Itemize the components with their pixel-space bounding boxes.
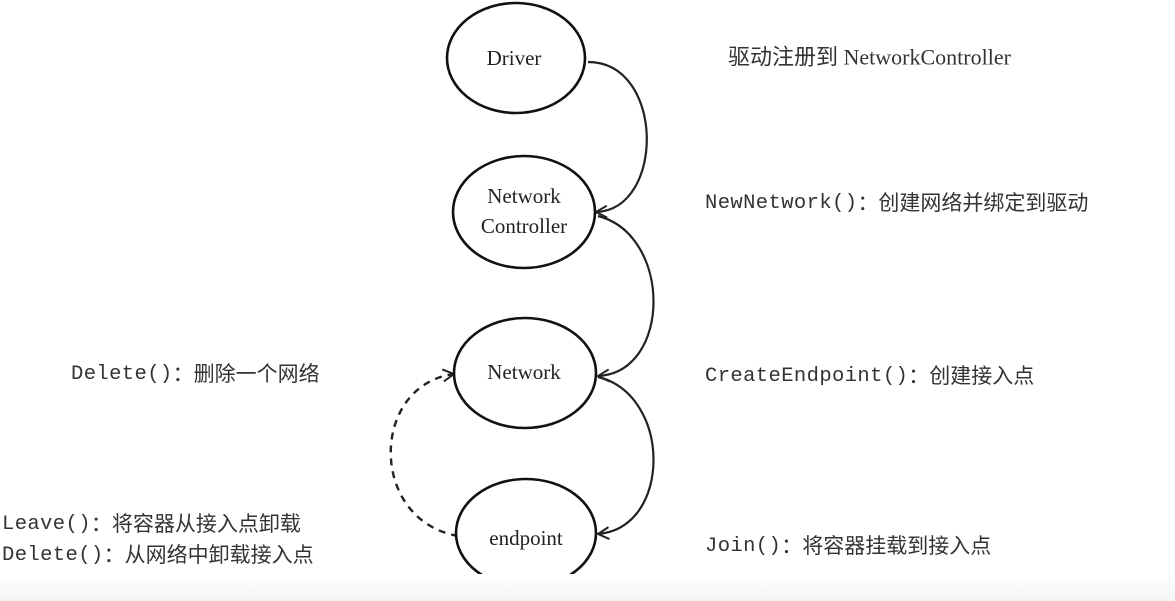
annotation-driver-register: 驱动注册到 NetworkController — [728, 45, 1012, 70]
annotation-new-network-desc: ：创建网络并绑定到驱动 — [857, 191, 1088, 215]
node-network-controller-label-line1: Network — [487, 184, 561, 208]
annotation-delete-network-code: Delete() — [71, 363, 173, 386]
annotation-join-desc: ：将容器挂载到接入点 — [781, 534, 991, 558]
annotation-new-network-code: NewNetwork() — [705, 192, 857, 215]
arrow-driver-to-controller — [587, 60, 648, 212]
annotation-create-endpoint-code: CreateEndpoint() — [705, 365, 908, 388]
node-endpoint: endpoint — [454, 477, 598, 589]
annotation-join: Join()：将容器挂载到接入点 — [705, 534, 991, 558]
arrow-network-to-endpoint — [598, 375, 655, 534]
annotation-leave: Leave()：将容器从接入点卸载 — [2, 512, 301, 536]
annotation-new-network: NewNetwork()：创建网络并绑定到驱动 — [705, 191, 1088, 215]
annotation-create-endpoint: CreateEndpoint()：创建接入点 — [705, 364, 1034, 388]
node-network: Network — [452, 316, 598, 430]
annotation-delete-endpoint: Delete()：从网络中卸载接入点 — [2, 543, 314, 567]
annotation-delete-network-desc: ：删除一个网络 — [173, 362, 320, 386]
dashed-arrow-endpoint-to-network — [389, 374, 459, 538]
annotation-leave-code: Leave() — [2, 513, 91, 536]
arrow-controller-to-network — [598, 214, 655, 376]
node-network-controller: Network Controller — [451, 154, 597, 270]
bottom-shade — [0, 574, 1175, 601]
annotation-delete-endpoint-code: Delete() — [2, 544, 104, 567]
annotation-delete-endpoint-desc: ：从网络中卸载接入点 — [104, 543, 314, 567]
node-driver: Driver — [445, 1, 587, 115]
node-network-label: Network — [487, 360, 561, 384]
annotation-create-endpoint-desc: ：创建接入点 — [908, 364, 1034, 388]
node-driver-label: Driver — [487, 46, 542, 70]
node-network-controller-label-line2: Controller — [481, 214, 567, 238]
annotation-delete-network: Delete()：删除一个网络 — [71, 362, 320, 386]
annotation-join-code: Join() — [705, 535, 781, 558]
annotation-leave-desc: ：将容器从接入点卸载 — [91, 512, 301, 536]
node-endpoint-label: endpoint — [489, 526, 563, 550]
